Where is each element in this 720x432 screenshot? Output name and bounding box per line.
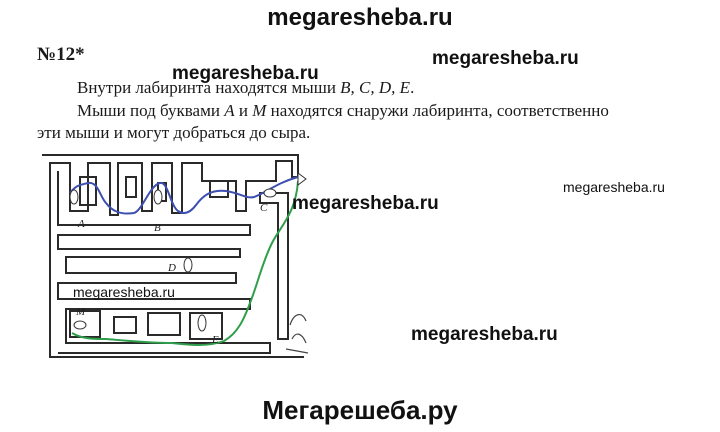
mouse-m-icon xyxy=(73,320,87,330)
line1-prefix: Внутри лабиринта находятся мыши xyxy=(77,78,341,97)
problem-number: №12* xyxy=(37,44,85,65)
maze-label-d: D xyxy=(167,262,176,274)
problem-line-2: Мыши под буквами A и M находятся снаружи… xyxy=(77,101,609,121)
maze-label-m: M xyxy=(75,306,86,318)
watermark-center: megaresheba.ru xyxy=(292,193,439,214)
mouse-a-icon xyxy=(69,189,79,205)
line1-suffix: . xyxy=(410,78,415,97)
maze-label-a: A xyxy=(77,218,85,230)
line1-letters: B, C, D, E xyxy=(340,78,411,97)
problem-line-1: Внутри лабиринта находятся мыши B, C, D,… xyxy=(77,78,414,98)
maze-label-b: B xyxy=(154,222,161,234)
maze-figure: A B C D E M xyxy=(42,154,309,358)
green-path xyxy=(71,180,299,346)
watermark-top: megaresheba.ru xyxy=(267,4,453,31)
problem-line-3: эти мыши и могут добраться до сыра. xyxy=(37,123,311,142)
mouse-e-icon xyxy=(197,314,207,332)
line2-part3: находятся снаружи лабиринта, соответстве… xyxy=(266,101,609,120)
cat-sketch-icon xyxy=(285,314,309,354)
line2-part1: Мыши под буквами xyxy=(77,101,225,120)
maze-label-c: C xyxy=(260,202,268,214)
watermark-right-small: megaresheba.ru xyxy=(563,179,665,195)
blue-path xyxy=(69,176,299,215)
cheese-icon xyxy=(297,172,307,186)
mouse-b-icon xyxy=(153,189,163,205)
watermark-right-upper: megaresheba.ru xyxy=(432,48,579,69)
maze-label-e: E xyxy=(211,334,219,346)
line2-part2: и xyxy=(234,101,253,120)
maze-walls xyxy=(42,154,304,358)
line2-letter-m: M xyxy=(252,101,267,120)
mouse-c-icon xyxy=(263,188,277,198)
watermark-right-lower: megaresheba.ru xyxy=(411,324,558,345)
watermark-left-small: megaresheba.ru xyxy=(73,284,175,300)
watermark-left-upper: megaresheba.ru xyxy=(172,63,319,84)
watermark-bottom: Мегарешеба.ру xyxy=(262,395,458,425)
mouse-d-icon xyxy=(183,257,193,273)
line2-letter-a: A xyxy=(224,101,235,120)
